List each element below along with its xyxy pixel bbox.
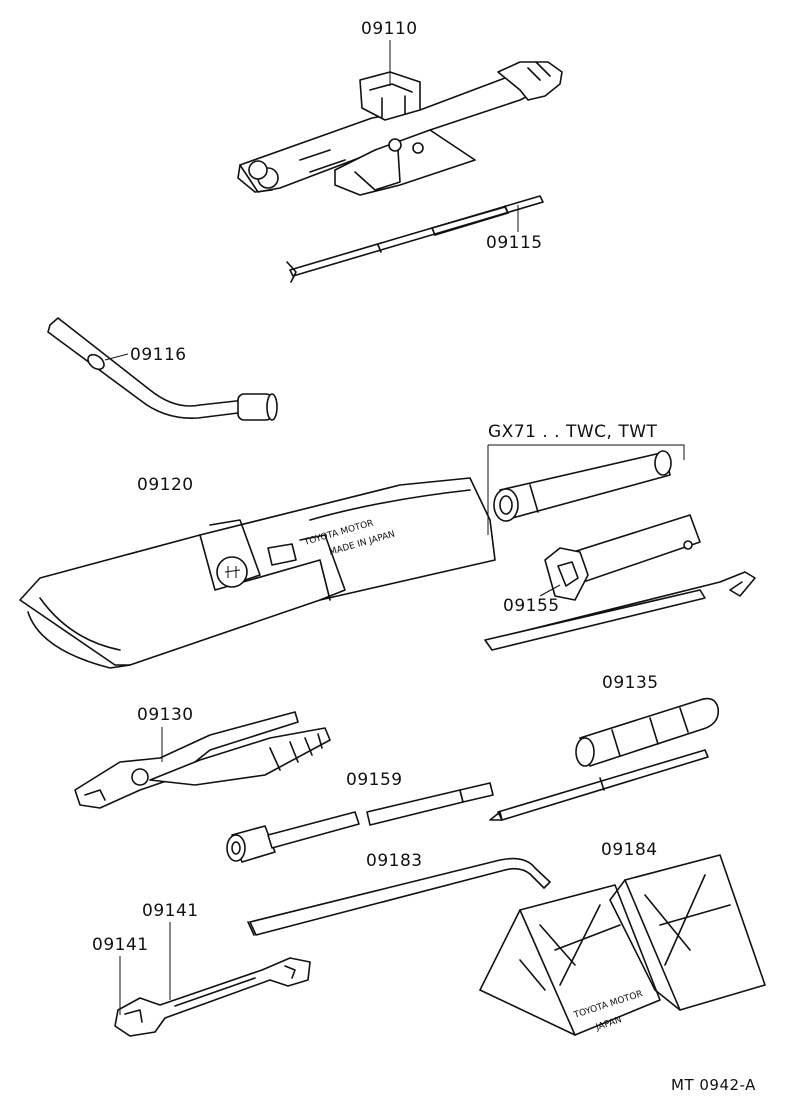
label-jack-handle: 09115 [486,233,543,253]
label-spanner-2: 09141 [92,935,149,955]
leader-lug-wrench [104,353,129,361]
label-chock: 09184 [601,840,658,860]
box-wrench-icon [484,450,756,651]
label-pliers: 09130 [137,705,194,725]
socket-extension-icon [226,782,494,863]
figure-code: MT 0942-A [671,1076,756,1094]
label-lug-wrench: 09116 [130,345,187,365]
tool-bag-icon [19,477,496,669]
label-box-wrench: 09155 [503,596,560,616]
label-screwdriver: 09135 [602,673,659,693]
spanner-icon [114,957,311,1037]
wrench-box-header: GX71 . . TWC, TWT [488,422,658,442]
pliers-icon [74,711,331,809]
wheel-chock-icon [479,854,766,1036]
handle-bar-icon [247,857,551,936]
label-handle-bar: 09183 [366,851,423,871]
jack-handle-icon [286,195,544,283]
lug-wrench-icon [47,317,278,421]
scissor-jack-icon [237,61,563,196]
label-spanner-1: 09141 [142,901,199,921]
screwdriver-icon [489,697,720,821]
label-socket-extension: 09159 [346,770,403,790]
label-tool-bag: 09120 [137,475,194,495]
leader-box-wrench [539,584,561,597]
label-jack: 09110 [361,19,418,39]
wrench-box-bracket [487,444,685,535]
